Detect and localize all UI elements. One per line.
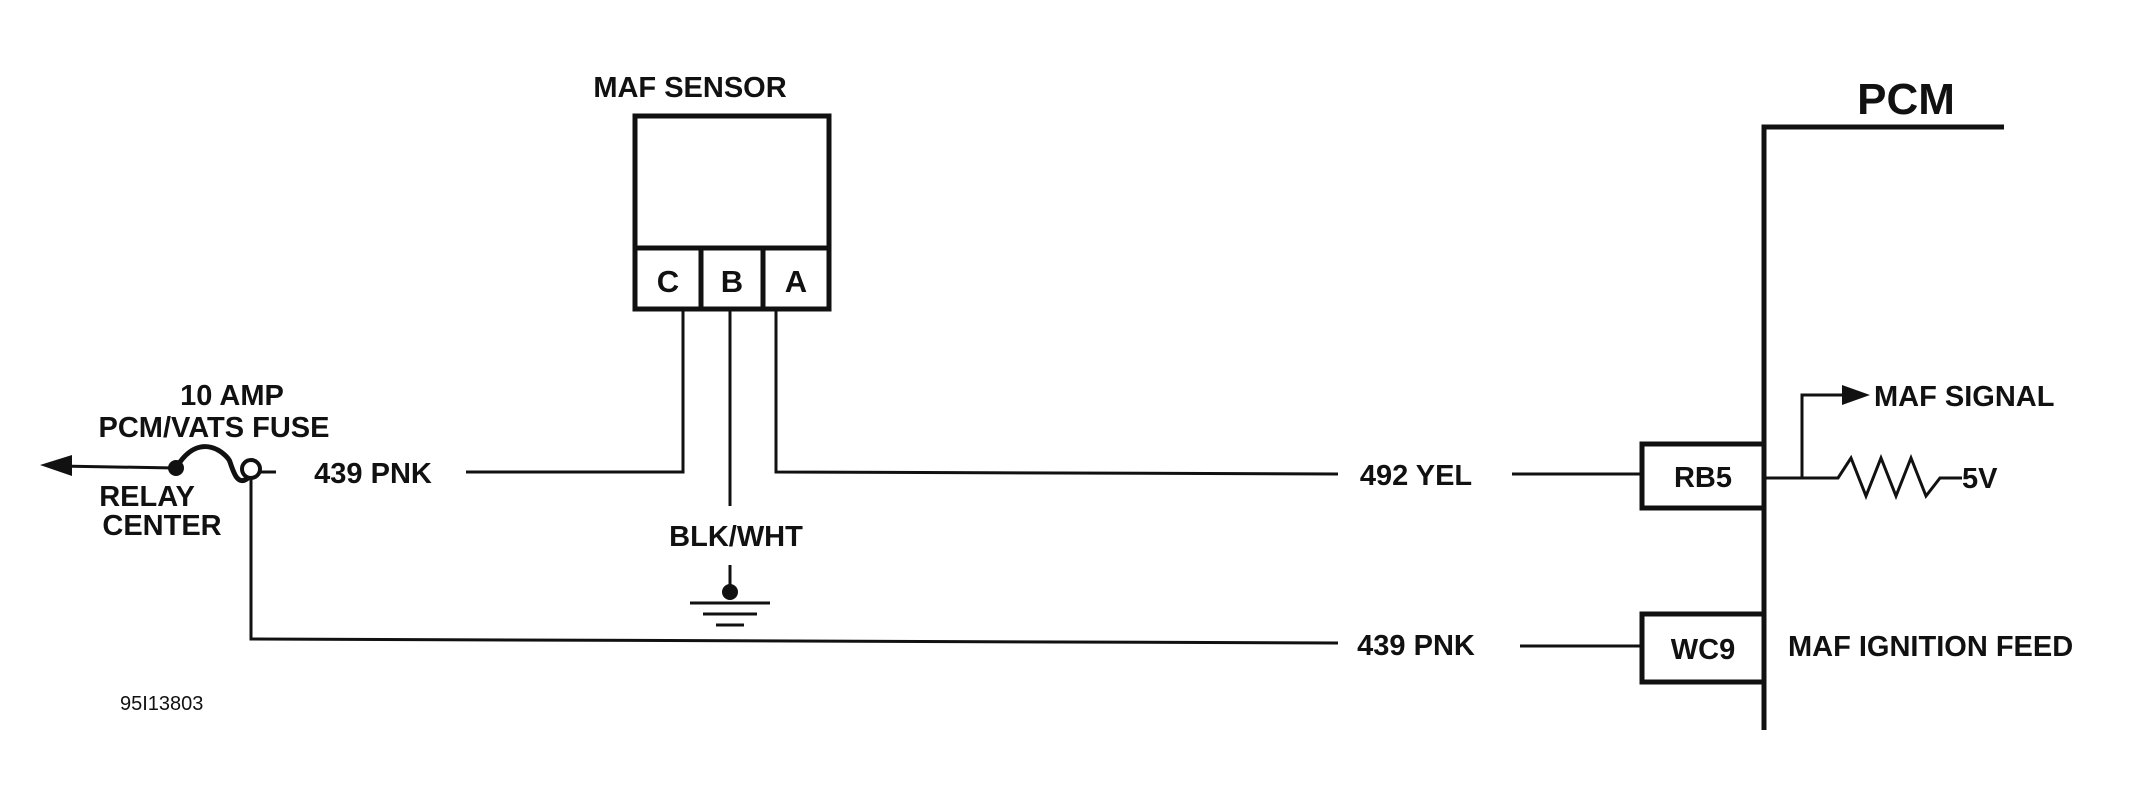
- pcm-title: PCM: [1857, 75, 1955, 124]
- voltage-label: 5V: [1962, 463, 1998, 495]
- maf-signal-label: MAF SIGNAL: [1874, 381, 2054, 413]
- wire-492-yel: 492 YEL: [774, 309, 1642, 492]
- relay-center-line-2: CENTER: [102, 510, 221, 542]
- maf-sensor-title: MAF SENSOR: [593, 72, 786, 104]
- connector-rb5-label: RB5: [1674, 462, 1732, 494]
- ground-circuit: BLK/WHT: [669, 309, 803, 627]
- wire-label-492-yel: 492 YEL: [1360, 460, 1472, 492]
- resistor-icon: [1802, 453, 1962, 501]
- wire-label-439-pnk-sensor: 439 PNK: [314, 458, 432, 490]
- wire-a-segment: [774, 309, 1339, 476]
- relay-center-line-1: RELAY: [99, 481, 195, 513]
- ground-wire-label: BLK/WHT: [669, 521, 803, 553]
- fuse-rating: 10 AMP: [180, 380, 284, 412]
- connector-wc9: [1639, 611, 1767, 685]
- feed-arrow-icon: [40, 455, 72, 476]
- ground-junction-dot: [722, 584, 738, 600]
- figure-id: 95I13803: [120, 693, 203, 715]
- maf-pin-b: B: [721, 264, 743, 299]
- maf-sensor-body: [632, 113, 832, 312]
- wire-439-pnk-pcm: 439 PNK: [249, 478, 1642, 662]
- fuse-element-icon: [173, 444, 250, 484]
- connector-wc9-label: WC9: [1671, 634, 1735, 666]
- maf-signal-line: [1764, 393, 1846, 480]
- wire-c-segment: [466, 309, 685, 474]
- fuse-name: PCM/VATS FUSE: [99, 412, 330, 444]
- fuse-relay-center: 10 AMP PCM/VATS FUSE RELAY CENTER: [40, 380, 329, 542]
- maf-sensor: MAF SENSOR C B A: [593, 72, 832, 312]
- wire-fuse-to-pcm: [249, 478, 1339, 645]
- pcm-boundary: [1761, 124, 2004, 730]
- maf-signal-arrow-icon: [1842, 385, 1870, 405]
- maf-pin-c: C: [657, 264, 679, 299]
- maf-pin-a: A: [785, 264, 807, 299]
- wire-439-pnk-sensor: 439 PNK: [258, 309, 685, 490]
- wire-label-439-pnk-pcm: 439 PNK: [1357, 630, 1475, 662]
- feed-line: [57, 464, 176, 470]
- fuse-terminal-right: [240, 458, 262, 480]
- maf-ignition-feed-label: MAF IGNITION FEED: [1788, 631, 2073, 663]
- connector-rb5: [1639, 441, 1767, 511]
- pcm: PCM RB5 WC9 MAF SIGNAL 5V MAF IGNITION F…: [1639, 75, 2073, 730]
